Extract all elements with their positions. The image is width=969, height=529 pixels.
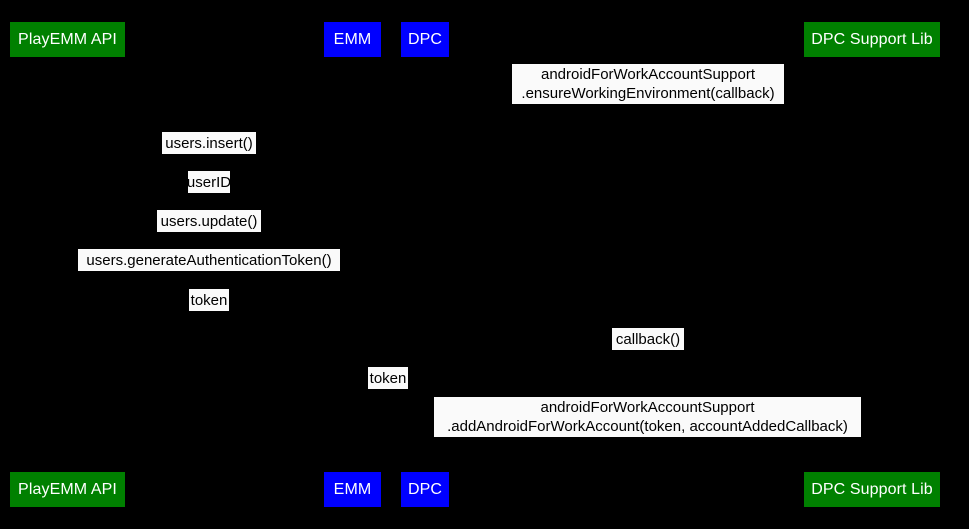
message-token-to-dpc: token	[368, 367, 408, 389]
message-ensure-working-environment-line2: .ensureWorkingEnvironment(callback)	[521, 85, 775, 102]
message-add-android-for-work-account-line1: androidForWorkAccountSupport	[540, 399, 755, 416]
message-token-to-dpc-label: token	[369, 369, 407, 387]
message-users-update-label: users.update()	[160, 212, 258, 230]
message-users-generate-authentication-token: users.generateAuthenticationToken()	[78, 249, 340, 271]
actor-header-emm-label: EMM	[333, 30, 372, 48]
message-add-android-for-work-account: androidForWorkAccountSupport .addAndroid…	[434, 397, 861, 437]
actor-header-emm[interactable]: EMM	[324, 22, 381, 57]
actor-footer-emm-label: EMM	[333, 480, 372, 498]
message-users-insert: users.insert()	[162, 132, 256, 154]
actor-footer-emm[interactable]: EMM	[324, 472, 381, 507]
actor-footer-dpc[interactable]: DPC	[401, 472, 449, 507]
message-users-insert-label: users.insert()	[165, 134, 253, 152]
actor-footer-dpc-support-lib-label: DPC Support Lib	[811, 480, 933, 498]
actor-header-dpc[interactable]: DPC	[401, 22, 449, 57]
message-user-id-label: userID	[186, 173, 232, 191]
message-user-id: userID	[186, 171, 232, 193]
actor-header-dpc-support-lib-label: DPC Support Lib	[811, 30, 933, 48]
actor-header-playemm-api[interactable]: PlayEMM API	[10, 22, 125, 57]
message-ensure-working-environment: androidForWorkAccountSupport .ensureWork…	[512, 64, 784, 104]
actor-footer-dpc-support-lib[interactable]: DPC Support Lib	[804, 472, 940, 507]
message-callback-label: callback()	[615, 330, 681, 348]
message-users-update: users.update()	[157, 210, 261, 232]
actor-header-dpc-support-lib[interactable]: DPC Support Lib	[804, 22, 940, 57]
actor-header-playemm-api-label: PlayEMM API	[18, 30, 117, 48]
actor-footer-dpc-label: DPC	[407, 480, 443, 498]
actor-footer-playemm-api-label: PlayEMM API	[18, 480, 117, 498]
message-token-to-emm-label: token	[190, 291, 228, 309]
message-callback: callback()	[612, 328, 684, 350]
message-users-generate-authentication-token-label: users.generateAuthenticationToken()	[86, 251, 332, 269]
message-ensure-working-environment-line1: androidForWorkAccountSupport	[541, 66, 755, 83]
message-add-android-for-work-account-line2: .addAndroidForWorkAccount(token, account…	[447, 418, 848, 435]
message-token-to-emm: token	[189, 289, 229, 311]
actor-footer-playemm-api[interactable]: PlayEMM API	[10, 472, 125, 507]
actor-header-dpc-label: DPC	[407, 30, 443, 48]
